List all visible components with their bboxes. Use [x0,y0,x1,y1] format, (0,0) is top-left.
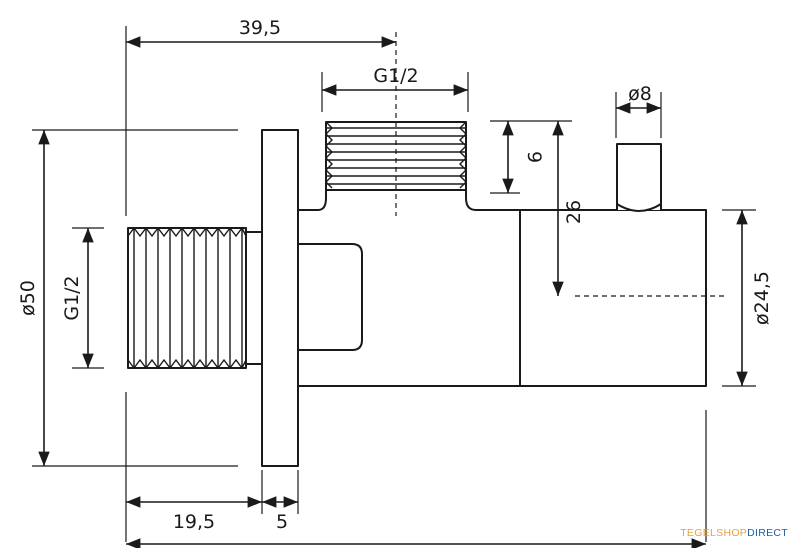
extension-lines [32,26,756,542]
dimension-labels: 39,5 G1/2 9 26 ø8 ø24,5 ø50 G1/2 19,5 5 [17,17,773,533]
label-handle-diameter: ø8 [628,83,652,105]
label-outlet-length: 9 [523,151,545,163]
label-height-axis: 26 [563,200,585,224]
label-outlet-thread: G1/2 [373,65,418,87]
label-flange-diameter: ø50 [17,280,39,316]
main-body [297,189,707,387]
valve-body [127,121,707,467]
label-flange-thickness: 5 [276,511,288,533]
wall-flange [261,129,299,467]
brand-logo: TEGELSHOPDIRECT [680,527,788,539]
inlet-thread [127,226,263,370]
label-body-diameter: ø24,5 [751,271,773,325]
label-inlet-length: 19,5 [173,511,215,533]
label-overall-width: 39,5 [239,17,281,39]
center-lines [395,32,726,297]
handle-spindle [616,143,662,210]
label-inlet-thread: G1/2 [61,275,83,320]
dimension-lines [38,36,748,548]
